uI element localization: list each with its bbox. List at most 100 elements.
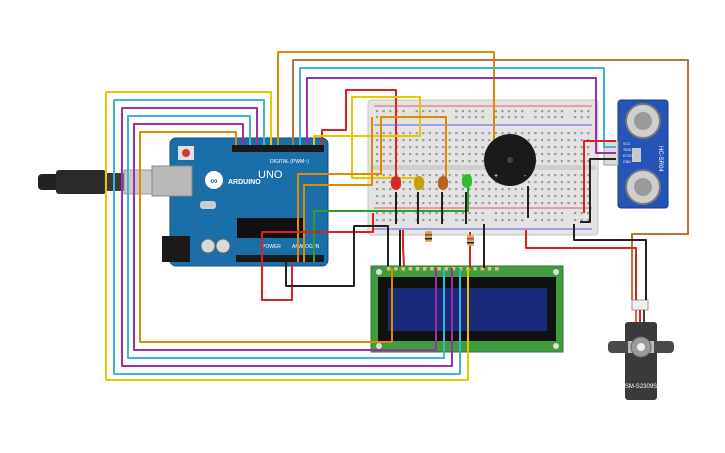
lcd-mount-hole-br [553, 343, 559, 349]
wire-yellow-lcd [105, 91, 469, 381]
breadboard-hole [402, 195, 405, 198]
breadboard-hole [494, 110, 497, 113]
breadboard-hole [442, 139, 445, 142]
breadboard-hole [514, 195, 517, 198]
breadboard-hole [455, 146, 458, 149]
breadboard-hole [554, 202, 557, 205]
breadboard-hole [475, 146, 478, 149]
breadboard-hole [481, 181, 484, 184]
breadboard-hole [534, 174, 537, 177]
breadboard-hole [435, 195, 438, 198]
breadboard-hole [422, 219, 425, 222]
breadboard-hole [574, 132, 577, 135]
breadboard-hole [574, 195, 577, 198]
breadboard-hole [376, 174, 379, 177]
led-green-body [462, 174, 472, 188]
breadboard-hole [428, 110, 431, 113]
breadboard-hole [488, 188, 491, 191]
breadboard-hole [448, 174, 451, 177]
breadboard-hole [402, 132, 405, 135]
servo-shaft [637, 343, 645, 351]
breadboard-hole [402, 146, 405, 149]
breadboard-hole [574, 110, 577, 113]
resistor-2-band [467, 238, 474, 240]
breadboard-hole [547, 110, 550, 113]
breadboard-hole [541, 153, 544, 156]
breadboard-hole [554, 181, 557, 184]
resistor-2 [467, 235, 474, 246]
wire-orange-buzzer [277, 51, 495, 150]
breadboard-hole [521, 202, 524, 205]
breadboard-hole [455, 160, 458, 163]
breadboard-hole [389, 160, 392, 163]
breadboard-hole [402, 181, 405, 184]
lcd-pin [423, 267, 427, 271]
breadboard-hole [481, 202, 484, 205]
breadboard-hole [475, 219, 478, 222]
reset-button [182, 149, 190, 157]
breadboard-hole [501, 202, 504, 205]
breadboard-hole [534, 139, 537, 142]
wire-red-servo [525, 230, 637, 300]
breadboard-hole [468, 202, 471, 205]
breadboard-hole [501, 188, 504, 191]
breadboard-hole [521, 116, 524, 119]
breadboard-hole [468, 188, 471, 191]
breadboard-hole [527, 181, 530, 184]
breadboard-hole [488, 202, 491, 205]
breadboard-hole [468, 146, 471, 149]
lcd-pin [473, 267, 477, 271]
breadboard-hole [508, 132, 511, 135]
breadboard-hole [376, 110, 379, 113]
lcd-pin [408, 267, 413, 271]
breadboard-hole [435, 174, 438, 177]
digital-header [232, 145, 324, 152]
breadboard-hole [580, 188, 583, 191]
breadboard-hole [481, 153, 484, 156]
led-green [462, 174, 472, 188]
breadboard-hole [415, 139, 418, 142]
breadboard-hole [475, 195, 478, 198]
breadboard-hole [547, 139, 550, 142]
breadboard-hole [580, 146, 583, 149]
breadboard-hole [409, 174, 412, 177]
breadboard-hole [521, 212, 524, 215]
breadboard-hole [376, 202, 379, 205]
breadboard-hole [481, 110, 484, 113]
breadboard-hole [534, 195, 537, 198]
breadboard-hole [514, 202, 517, 205]
breadboard-hole [494, 132, 497, 135]
breadboard-hole [587, 146, 590, 149]
breadboard-hole [455, 212, 458, 215]
breadboard-hole [560, 188, 563, 191]
breadboard-hole [382, 195, 385, 198]
breadboard-hole [521, 110, 524, 113]
breadboard-hole [468, 212, 471, 215]
breadboard-hole [481, 219, 484, 222]
breadboard-hole [475, 153, 478, 156]
breadboard-hole [501, 132, 504, 135]
breadboard-hole [560, 174, 563, 177]
breadboard-hole [541, 181, 544, 184]
breadboard-hole [534, 202, 537, 205]
breadboard-hole [376, 132, 379, 135]
breadboard-hole [567, 132, 570, 135]
breadboard-hole [574, 181, 577, 184]
breadboard-hole [541, 212, 544, 215]
breadboard-hole [376, 146, 379, 149]
lcd-pin [487, 267, 492, 271]
breadboard-hole [422, 132, 425, 135]
breadboard-hole [389, 195, 392, 198]
wire-red-led [321, 89, 397, 178]
breadboard-hole [567, 188, 570, 191]
breadboard-hole [428, 212, 431, 215]
breadboard-hole [442, 202, 445, 205]
breadboard-hole [587, 116, 590, 119]
resistor-1-band-2 [425, 238, 432, 240]
arduino-logo-mark [205, 171, 223, 189]
breadboard-hole [574, 116, 577, 119]
breadboard-hole [475, 132, 478, 135]
breadboard-hole [587, 153, 590, 156]
breadboard-hole [422, 174, 425, 177]
breadboard-hole [435, 181, 438, 184]
